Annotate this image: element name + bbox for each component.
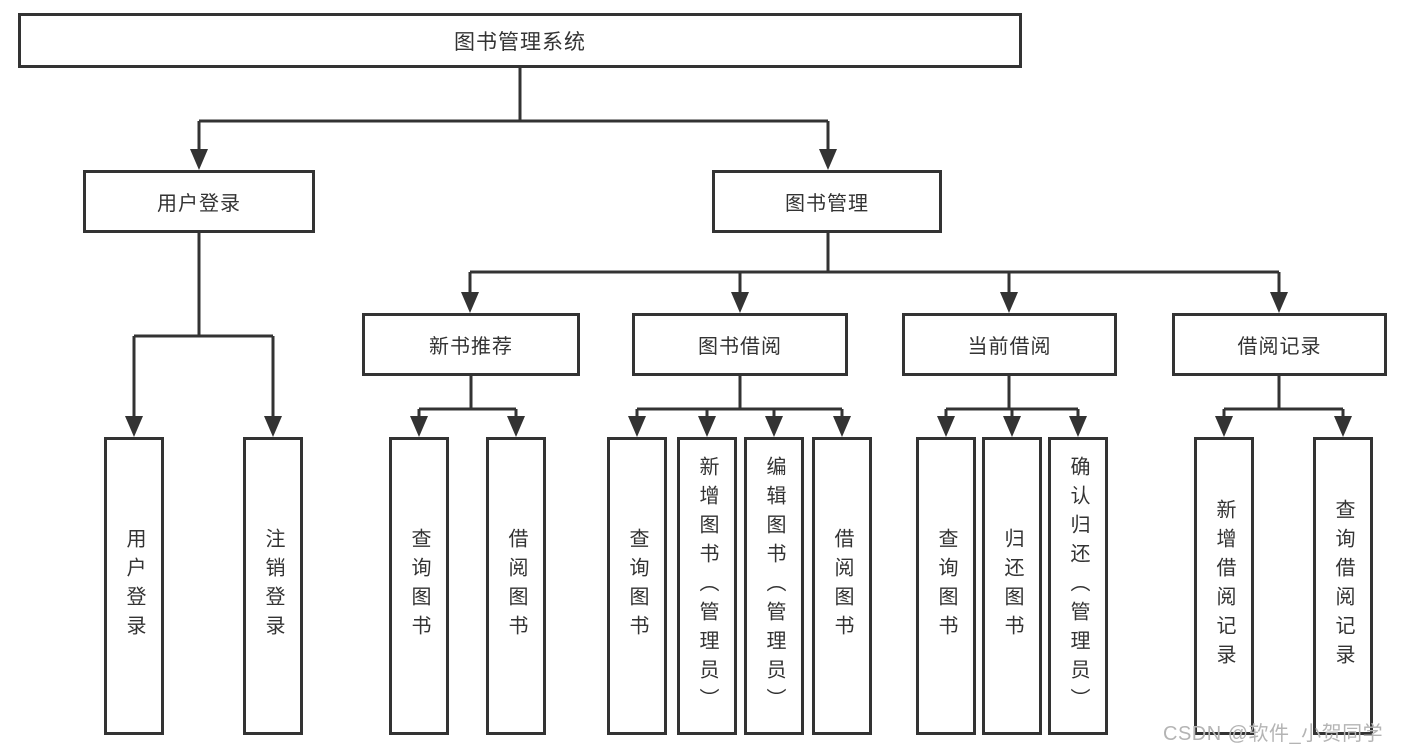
leaf-borrow-books: 借阅图书 <box>812 437 872 735</box>
node-new-book-recommendation: 新书推荐 <box>362 313 580 376</box>
leaf-logout: 注销登录 <box>243 437 303 735</box>
leaf-query-borrow-record: 查询借阅记录 <box>1313 437 1373 735</box>
leaf-user-login: 用户登录 <box>104 437 164 735</box>
csdn-watermark: CSDN @软件_小贺同学 <box>1163 723 1384 745</box>
leaf-query-books-borrowing: 查询图书 <box>607 437 667 735</box>
arrowhead-triangles <box>125 149 1352 437</box>
node-user-login: 用户登录 <box>83 170 315 233</box>
node-current-borrowing: 当前借阅 <box>902 313 1117 376</box>
leaf-return-books: 归还图书 <box>982 437 1042 735</box>
leaf-add-borrow-record: 新增借阅记录 <box>1194 437 1254 735</box>
leaf-query-books-current: 查询图书 <box>916 437 976 735</box>
node-book-borrowing: 图书借阅 <box>632 313 848 376</box>
node-borrowing-records: 借阅记录 <box>1172 313 1387 376</box>
node-library-management-system: 图书管理系统 <box>18 13 1022 68</box>
leaf-borrow-books-recommend: 借阅图书 <box>486 437 546 735</box>
leaf-add-book-admin: 新增图书（管理员） <box>677 437 737 735</box>
leaf-edit-book-admin: 编辑图书（管理员） <box>744 437 804 735</box>
leaf-confirm-return-admin: 确认归还（管理员） <box>1048 437 1108 735</box>
node-book-management: 图书管理 <box>712 170 942 233</box>
leaf-query-books-recommend: 查询图书 <box>389 437 449 735</box>
